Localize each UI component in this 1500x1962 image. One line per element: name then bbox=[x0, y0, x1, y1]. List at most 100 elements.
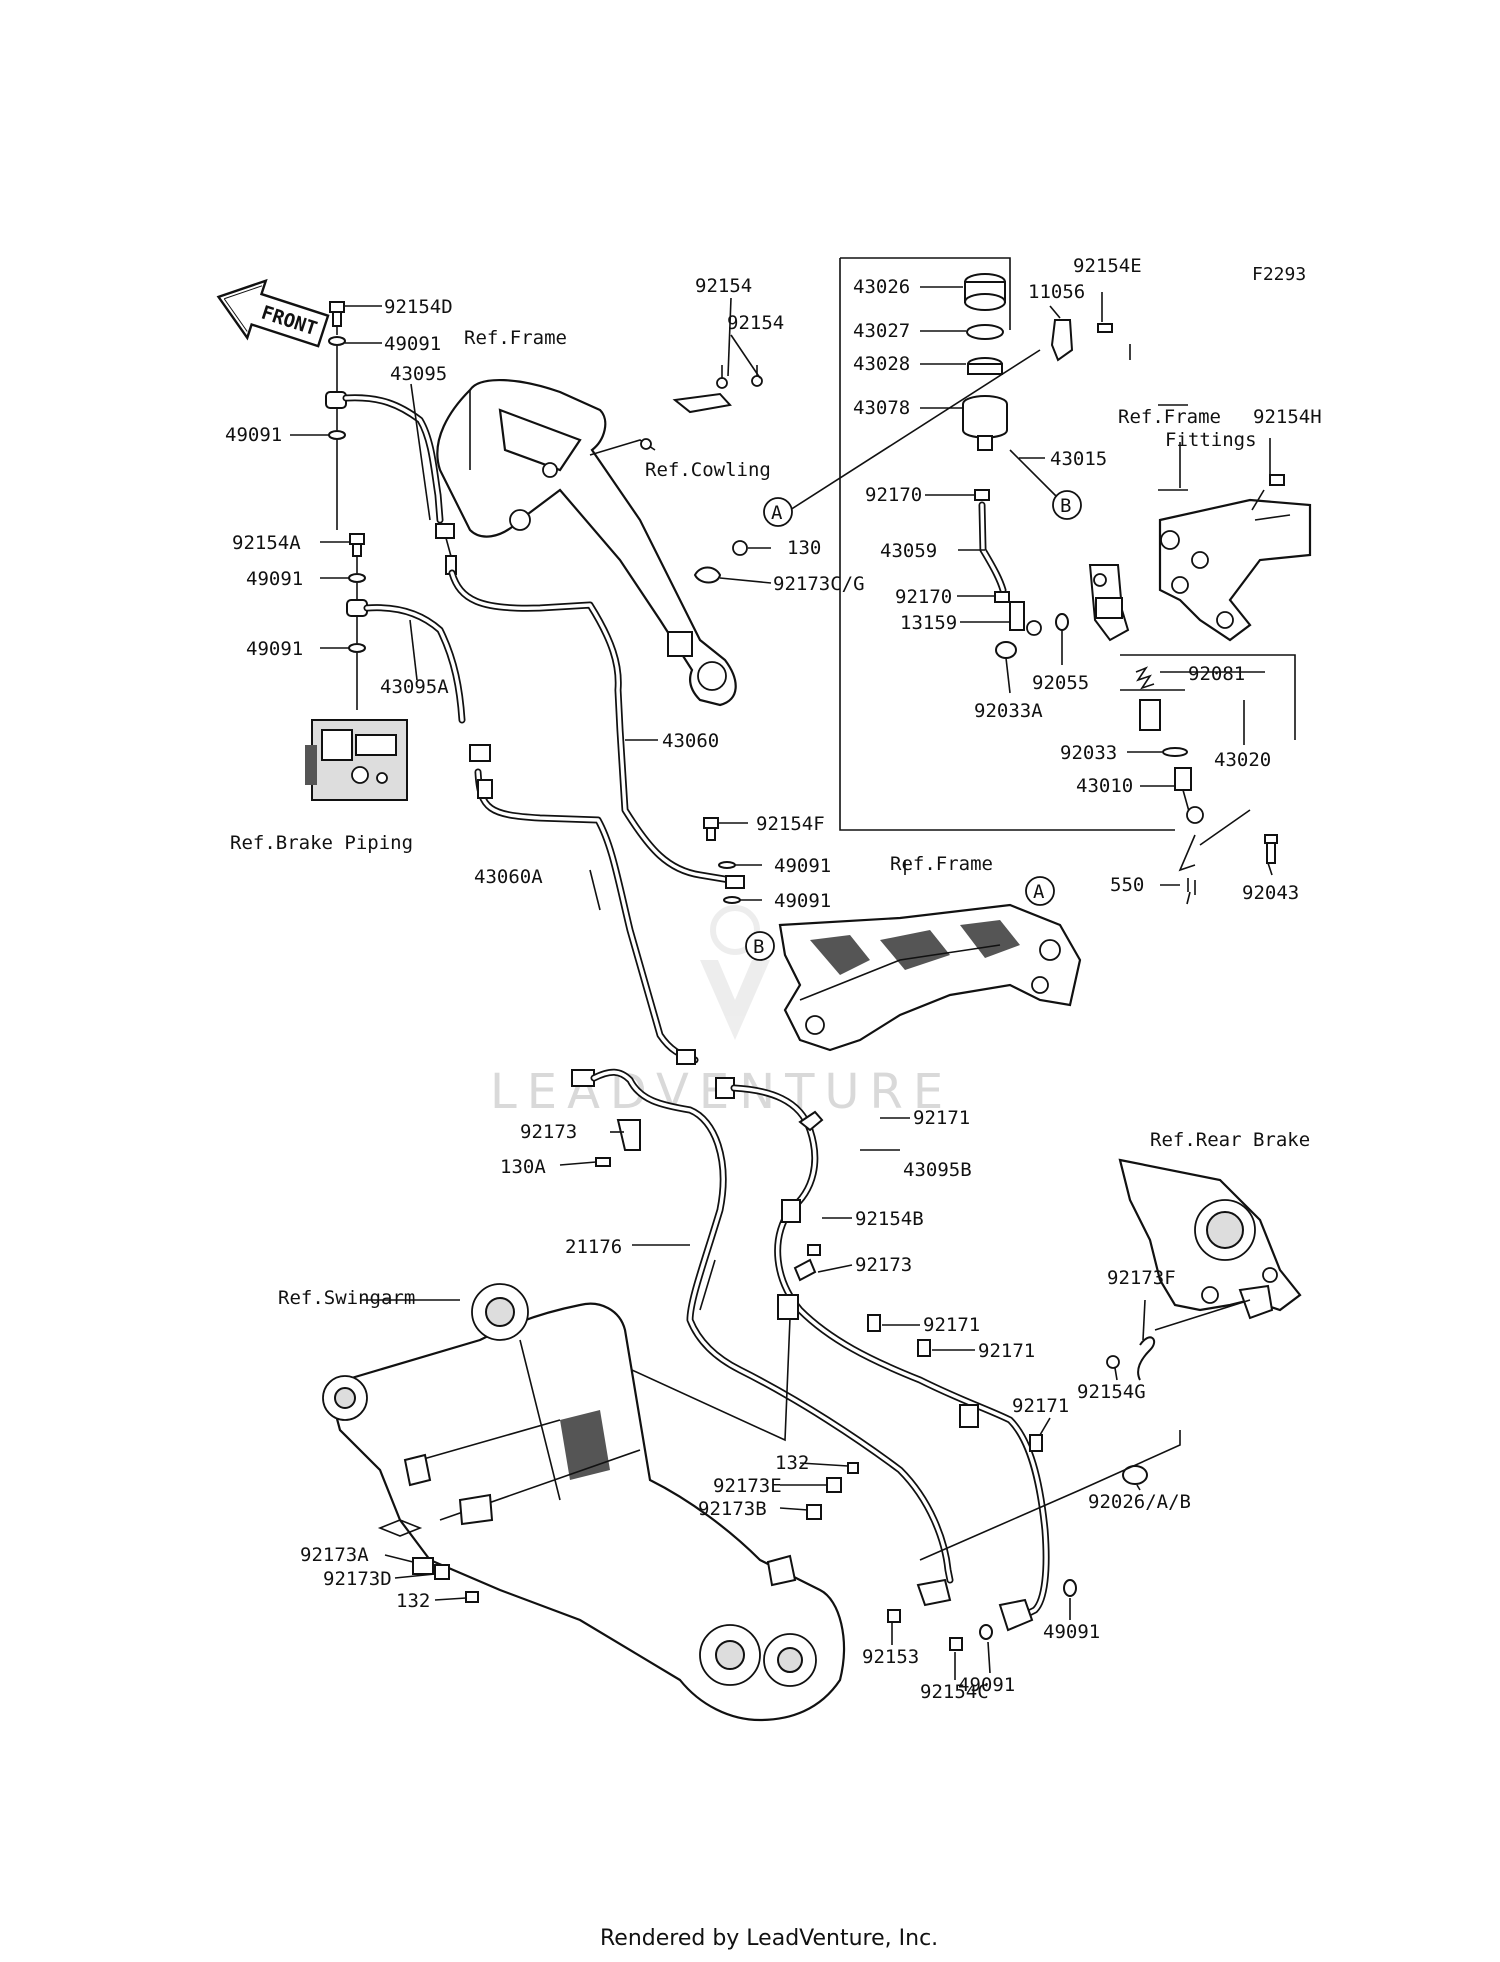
washer-49091-e bbox=[718, 861, 736, 869]
label-49091-h: 49091 bbox=[1043, 1621, 1100, 1643]
label-92170-a: 92170 bbox=[865, 484, 922, 506]
diaphragm-43027 bbox=[966, 324, 1004, 340]
label-49091-f: 49091 bbox=[774, 890, 831, 912]
label-92170-b: 92170 bbox=[895, 586, 952, 608]
label-132-a: 132 bbox=[775, 1452, 809, 1474]
frame-mid bbox=[778, 903, 1082, 1052]
bolt-92154D bbox=[329, 301, 345, 327]
label-92154B: 92154B bbox=[855, 1208, 924, 1230]
label-43060: 43060 bbox=[662, 730, 719, 752]
label-43010: 43010 bbox=[1076, 775, 1133, 797]
circlip-92033A bbox=[995, 641, 1017, 659]
swingarm bbox=[322, 1283, 846, 1722]
label-49091-e: 49091 bbox=[774, 855, 831, 877]
ref-swingarm: Ref.Swingarm bbox=[278, 1287, 415, 1309]
washer-49091-f bbox=[723, 896, 741, 904]
ref-frame-fittings-1: Ref.Frame bbox=[1118, 406, 1221, 428]
label-92173B: 92173B bbox=[698, 1498, 767, 1520]
label-43078: 43078 bbox=[853, 397, 910, 419]
joint-13159 bbox=[1009, 601, 1025, 631]
swingarm-fasteners bbox=[377, 1462, 859, 1603]
oring-92055 bbox=[1055, 613, 1069, 631]
label-92171-a: 92171 bbox=[913, 1107, 970, 1129]
label-92055: 92055 bbox=[1032, 672, 1089, 694]
label-43059: 43059 bbox=[880, 540, 937, 562]
label-43020: 43020 bbox=[1214, 749, 1271, 771]
callout-A-right: A bbox=[1025, 876, 1055, 906]
bracket-11056 bbox=[1050, 319, 1074, 362]
ref-frame-mid: Ref.Frame bbox=[890, 853, 993, 875]
footer-text: Rendered by LeadVenture, Inc. bbox=[600, 1926, 938, 1951]
label-92043: 92043 bbox=[1242, 882, 1299, 904]
leader-lines bbox=[290, 286, 1273, 1680]
rear-brake-bracket bbox=[1106, 1158, 1302, 1381]
bolt-92154H bbox=[1269, 474, 1285, 486]
figure-code: F2293 bbox=[1252, 264, 1306, 285]
svg-text:B: B bbox=[1060, 495, 1071, 517]
label-130: 130 bbox=[787, 537, 821, 559]
frame-fittings-bracket bbox=[1158, 474, 1312, 642]
banjo-43095 bbox=[325, 391, 347, 409]
label-92154-a: 92154 bbox=[695, 275, 752, 297]
bolt-92154F bbox=[703, 817, 719, 841]
washer-49091-a bbox=[328, 336, 346, 346]
label-49091-b: 49091 bbox=[225, 424, 282, 446]
label-92171-c: 92171 bbox=[978, 1340, 1035, 1362]
label-132-b: 132 bbox=[396, 1590, 430, 1612]
label-92033: 92033 bbox=[1060, 742, 1117, 764]
pin-92043 bbox=[1264, 834, 1278, 864]
callout-A-left: A bbox=[763, 497, 793, 527]
abs-unit bbox=[305, 719, 408, 801]
ref-rear-brake: Ref.Rear Brake bbox=[1150, 1129, 1310, 1151]
part-labels: 92154D 49091 43095 49091 92154A 49091 49… bbox=[225, 255, 1322, 1703]
label-92026AB: 92026/A/B bbox=[1088, 1491, 1191, 1513]
nut-130 bbox=[732, 540, 748, 556]
clamp-92170-a bbox=[974, 489, 990, 501]
svg-text:A: A bbox=[1033, 881, 1045, 903]
label-43026: 43026 bbox=[853, 276, 910, 298]
clamp-92173CG bbox=[693, 566, 722, 584]
bolt-92154E bbox=[1097, 323, 1113, 333]
spring-92081 bbox=[1135, 666, 1161, 731]
label-92033A: 92033A bbox=[974, 700, 1043, 722]
label-92173CG: 92173C/G bbox=[773, 573, 865, 595]
label-130A: 130A bbox=[500, 1156, 546, 1178]
ref-cowling: Ref.Cowling bbox=[645, 459, 771, 481]
label-92173F: 92173F bbox=[1107, 1267, 1176, 1289]
label-92154A: 92154A bbox=[232, 532, 301, 554]
label-43015: 43015 bbox=[1050, 448, 1107, 470]
label-92173-a: 92173 bbox=[520, 1121, 577, 1143]
label-49091-c: 49091 bbox=[246, 568, 303, 590]
svg-text:B: B bbox=[753, 936, 764, 958]
watermark-logo bbox=[700, 905, 770, 1040]
ref-frame-fittings-2: Fittings bbox=[1165, 429, 1257, 451]
label-92154-b: 92154 bbox=[727, 312, 784, 334]
circlip-92033 bbox=[1162, 747, 1188, 757]
label-92173-b: 92173 bbox=[855, 1254, 912, 1276]
label-92171-d: 92171 bbox=[1012, 1395, 1069, 1417]
label-92154H: 92154H bbox=[1253, 406, 1322, 428]
clamp-43095A bbox=[469, 744, 491, 762]
label-92154E: 92154E bbox=[1073, 255, 1142, 277]
label-92171-b: 92171 bbox=[923, 1314, 980, 1336]
cowling-bracket bbox=[672, 365, 763, 414]
label-92173A: 92173A bbox=[300, 1544, 369, 1566]
master-cylinder-assembly bbox=[789, 257, 1312, 895]
label-550: 550 bbox=[1110, 874, 1144, 896]
label-43060A: 43060A bbox=[474, 866, 543, 888]
bolt-92154A bbox=[349, 533, 365, 557]
label-49091-g: 49091 bbox=[958, 1674, 1015, 1696]
label-92154D: 92154D bbox=[384, 296, 453, 318]
front-arrow-icon: FRONT bbox=[216, 278, 330, 348]
label-92154G: 92154G bbox=[1077, 1381, 1146, 1403]
label-92153: 92153 bbox=[862, 1646, 919, 1668]
upper-left-assembly bbox=[305, 301, 734, 1065]
washer-49091-d bbox=[348, 643, 366, 653]
label-92154C: 92154C bbox=[920, 1681, 989, 1703]
label-92173E: 92173E bbox=[713, 1475, 782, 1497]
label-11056: 11056 bbox=[1028, 281, 1085, 303]
label-21176: 21176 bbox=[565, 1236, 622, 1258]
label-92081: 92081 bbox=[1188, 663, 1245, 685]
master-cylinder-body bbox=[1088, 564, 1130, 642]
